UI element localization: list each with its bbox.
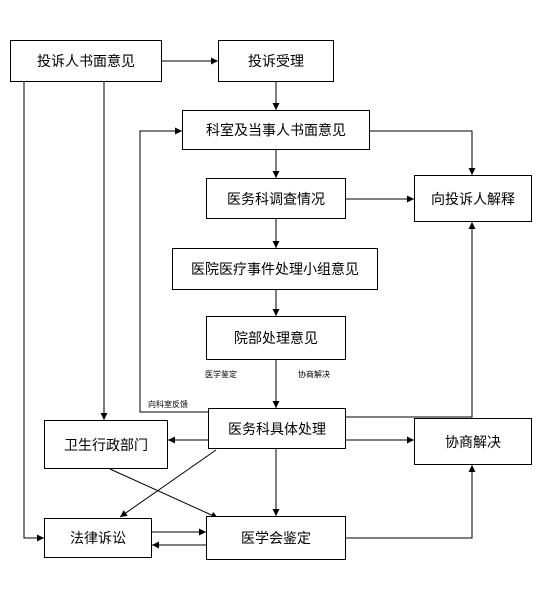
node-medical-association-appraisal: 医学会鉴定 (206, 516, 346, 560)
arrow-handling-to-legal (119, 449, 217, 518)
node-complaint-accepted: 投诉受理 (218, 40, 334, 82)
arrow-appraisal-to-negotiation (346, 465, 476, 539)
label-negotiation: 协商解决 (298, 370, 330, 379)
node-incident-team-opinion: 医院医疗事件处理小组意见 (172, 248, 378, 290)
node-medical-affairs-handling: 医务科具体处理 (208, 408, 346, 449)
node-negotiated-settlement: 协商解决 (414, 418, 532, 465)
node-health-admin-dept: 卫生行政部门 (44, 420, 168, 469)
node-legal-action: 法律诉讼 (44, 518, 152, 558)
label-feedback-to-dept: 向科室反馈 (148, 400, 188, 409)
arrow-health-admin-to-appraisal (109, 468, 219, 519)
arrow-complaint-to-legal (23, 82, 44, 542)
arrow-handling-to-explain (346, 222, 476, 418)
label-medical-appraisal: 医学鉴定 (205, 370, 237, 379)
arrow-dept-to-explain (370, 130, 476, 175)
node-explain-to-complainant: 向投诉人解释 (414, 175, 532, 222)
arrow-feedback-to-dept (139, 127, 208, 413)
node-dept-parties-opinion: 科室及当事人书面意见 (182, 110, 370, 150)
node-hospital-opinion: 院部处理意见 (206, 316, 346, 360)
node-written-complaint: 投诉人书面意见 (10, 40, 162, 82)
node-medical-affairs-investigation: 医务科调查情况 (206, 178, 346, 219)
